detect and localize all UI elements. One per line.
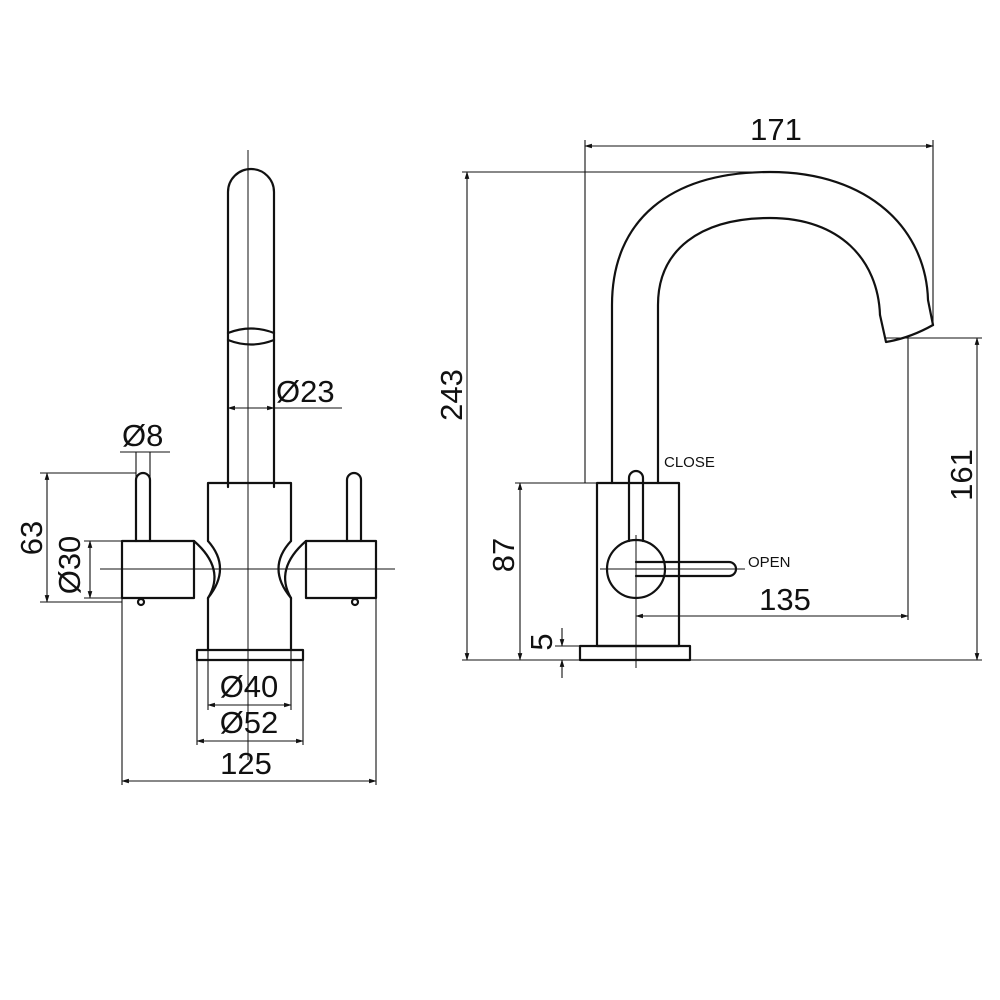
dim-spout-diameter: Ø23 (276, 374, 335, 409)
front-spout-joint (226, 327, 276, 346)
side-close-lever (627, 469, 645, 543)
dim-spout-reach-135: 135 (759, 582, 811, 617)
dim-base-height-5: 5 (524, 633, 559, 650)
dim-height-243: 243 (434, 369, 469, 421)
front-right-lever (345, 471, 363, 543)
dim-handle-diameter: Ø8 (122, 418, 163, 453)
front-body (206, 481, 293, 652)
dim-body-height-87: 87 (486, 538, 521, 572)
front-left-handle-block (120, 539, 196, 600)
front-right-handle-block (304, 539, 378, 600)
front-view: Ø23 Ø8 63 Ø30 Ø40 Ø52 (14, 150, 395, 785)
side-spout-tip (878, 313, 935, 344)
dim-reach-171: 171 (750, 112, 802, 147)
label-open: OPEN (748, 554, 791, 571)
front-spout (226, 167, 276, 489)
dim-base-diameter-40: Ø40 (220, 669, 279, 704)
front-base (195, 648, 305, 662)
dim-spout-height-161: 161 (944, 449, 979, 501)
front-dimensions: Ø23 Ø8 63 Ø30 Ø40 Ø52 (14, 374, 377, 785)
dim-base-diameter-52: Ø52 (220, 705, 279, 740)
side-body (595, 481, 681, 648)
front-left-lever (134, 471, 152, 543)
side-base (578, 644, 692, 662)
dim-body-diameter: Ø30 (52, 536, 87, 595)
dim-width-125: 125 (220, 746, 272, 781)
dim-height-63: 63 (14, 521, 49, 555)
side-dimensions: 171 243 161 87 135 5 (434, 112, 982, 678)
label-close: CLOSE (664, 454, 715, 471)
side-spout-inner (656, 216, 882, 485)
side-view: CLOSE OPEN 171 243 161 87 135 (434, 112, 982, 678)
